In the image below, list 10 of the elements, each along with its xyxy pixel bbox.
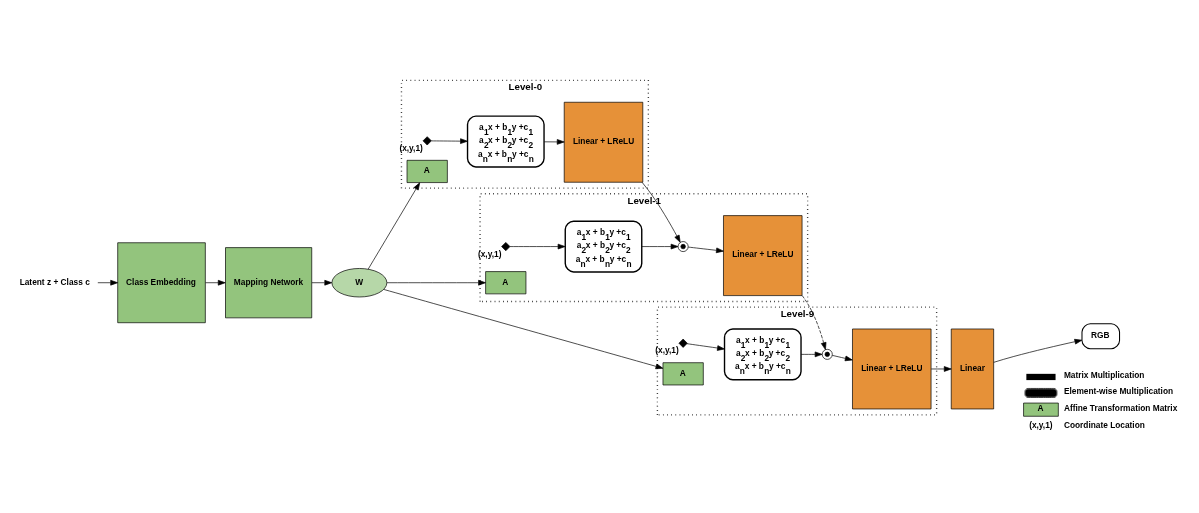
node-label: (x,y,1) (399, 142, 423, 153)
node-label: (x,y,1) (655, 344, 679, 355)
legend-label: Coordinate Location (1063, 419, 1145, 430)
node-text: Latent z + Class c (19, 276, 90, 287)
legend-label: Matrix Multiplication (1063, 369, 1145, 380)
node-label: (x,y,1) (477, 248, 502, 259)
legend-label: Affine Transformation Matrix (1063, 402, 1178, 413)
label: A (1037, 402, 1044, 413)
label: (x,y,1) (1029, 419, 1053, 430)
legend-label: Element-wise Multiplication (1063, 385, 1174, 396)
